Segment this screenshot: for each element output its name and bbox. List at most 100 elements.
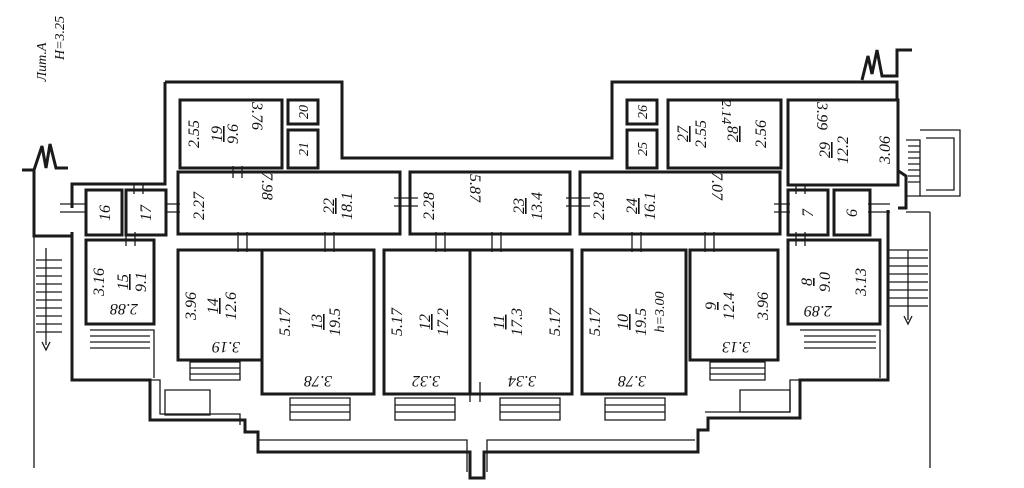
room-13-area: 19.5 <box>327 308 344 336</box>
plan-header: Лит.А H=3.25 <box>35 16 68 82</box>
room-22-dim-a: 2.27 <box>191 191 208 220</box>
room-8-area: 9.0 <box>817 272 834 292</box>
porch-right <box>906 129 961 197</box>
room-19-number: 19 <box>209 126 226 142</box>
room-10-dim-a: 5.17 <box>587 307 604 336</box>
room-23-dim-b: 5.87 <box>466 174 483 203</box>
room-22 <box>176 170 402 236</box>
porch-steps-right <box>908 145 920 183</box>
room-12-number: 12 <box>417 314 434 330</box>
room-15-area: 9.1 <box>133 272 150 292</box>
break-line-left <box>22 143 72 238</box>
room-11 <box>468 248 574 396</box>
room-14-number: 14 <box>205 298 222 314</box>
room-24-number: 24 <box>624 198 641 214</box>
steps-room-9 <box>709 361 766 381</box>
stairs-right <box>860 48 961 468</box>
stair-steps-right <box>888 249 928 307</box>
room-19-dim-a: 2.55 <box>186 120 203 148</box>
room-23-number: 23 <box>511 198 528 214</box>
room-21-number: 21 <box>297 142 312 156</box>
room-14-area: 12.6 <box>223 292 240 320</box>
stair-rail-right <box>906 211 931 468</box>
room-22-area: 18.1 <box>339 192 356 220</box>
break-line-right <box>860 48 912 81</box>
room-19-dim-b: 3.76 <box>248 101 265 130</box>
room-11-dim-a: 5.17 <box>547 307 564 336</box>
door-ticks-horizontal <box>60 197 890 402</box>
room-26-number: 26 <box>636 105 651 119</box>
door-marks <box>60 166 890 402</box>
box-right-low <box>739 389 791 413</box>
stair-steps-left <box>36 259 62 333</box>
room-28-dim-a: 2.56 <box>753 120 770 148</box>
room-12-area: 17.2 <box>435 308 452 336</box>
room-22-dim-b: 7.98 <box>258 172 275 200</box>
room-29-dim-a: 3.06 <box>877 136 894 165</box>
room-8-dim-a: 3.13 <box>853 268 870 297</box>
stair-rail-left <box>33 236 47 468</box>
room-10-area: 19.5 <box>633 308 650 336</box>
room-13-dim-b: 3.78 <box>304 372 333 389</box>
room-13-dim-a: 5.17 <box>277 307 294 336</box>
room-9-area: 12.4 <box>721 292 738 320</box>
steps-room-10 <box>604 397 666 421</box>
bottom-entrance-frame <box>258 439 695 472</box>
room-15-dim-b: 2.88 <box>110 300 138 317</box>
room-15-number: 15 <box>115 274 132 290</box>
room-29-number: 29 <box>817 142 834 158</box>
room-7-number: 7 <box>800 208 817 217</box>
room-9-dim-a: 3.96 <box>755 292 772 321</box>
room-25-number: 25 <box>636 142 651 156</box>
rooms <box>84 98 900 396</box>
room-27-28 <box>666 98 783 170</box>
door-ticks-vertical <box>125 166 806 252</box>
room-12-dim-b: 3.32 <box>412 372 441 389</box>
entrance-steps <box>90 329 881 421</box>
room-13 <box>260 248 376 396</box>
steps-room-11 <box>499 397 561 421</box>
room-16 <box>84 188 124 237</box>
room-26 <box>625 98 659 126</box>
steps-room-8 <box>800 329 881 378</box>
steps-room-13 <box>289 397 351 421</box>
stairs-left <box>22 143 72 468</box>
steps-room-12 <box>394 397 456 421</box>
stair-arrow-right <box>903 315 913 326</box>
room-8-dim-b: 2.89 <box>804 302 832 319</box>
lit-label: Лит.А <box>35 42 50 82</box>
room-24-area: 16.1 <box>642 192 659 220</box>
room-20 <box>286 98 320 126</box>
height-label: H=3.25 <box>53 16 68 61</box>
room-15-dim-a: 3.16 <box>91 268 108 297</box>
room-29 <box>786 98 900 187</box>
room-27-number: 27 <box>675 125 692 142</box>
stair-arrow-left <box>41 341 51 352</box>
room-28-dim-b: 2.14 <box>718 100 733 125</box>
room-17-number: 17 <box>138 204 155 221</box>
room-11-number: 11 <box>491 315 508 330</box>
room-13-number: 13 <box>309 314 326 330</box>
room-23-dim-a: 2.28 <box>421 192 438 220</box>
room-6 <box>832 188 872 237</box>
room-10-dim-b: 3.78 <box>618 372 647 389</box>
room-20-number: 20 <box>297 105 312 119</box>
room-9-dim-b: 3.13 <box>722 338 751 355</box>
room-23 <box>408 170 572 236</box>
room-11-dim-b: 3.34 <box>508 372 537 389</box>
outer-wall-bottom <box>70 210 890 480</box>
room-11-area: 17.3 <box>509 308 526 336</box>
room-14-dim-a: 3.96 <box>183 292 200 321</box>
room-28-number: 28 <box>725 126 742 142</box>
room-9-number: 9 <box>703 302 720 310</box>
steps-room-15 <box>90 329 155 378</box>
room-10 <box>580 248 688 396</box>
box-left-low <box>164 389 211 416</box>
room-labels: 2.55 19 9.6 3.76 20 21 26 25 27 2.55 28 … <box>91 100 894 389</box>
room-24 <box>578 170 782 236</box>
room-10-number: 10 <box>615 314 632 330</box>
room-29-dim-b: 3.99 <box>813 101 830 130</box>
room-23-area: 13.4 <box>529 192 546 220</box>
room-19-area: 9.6 <box>225 124 242 144</box>
